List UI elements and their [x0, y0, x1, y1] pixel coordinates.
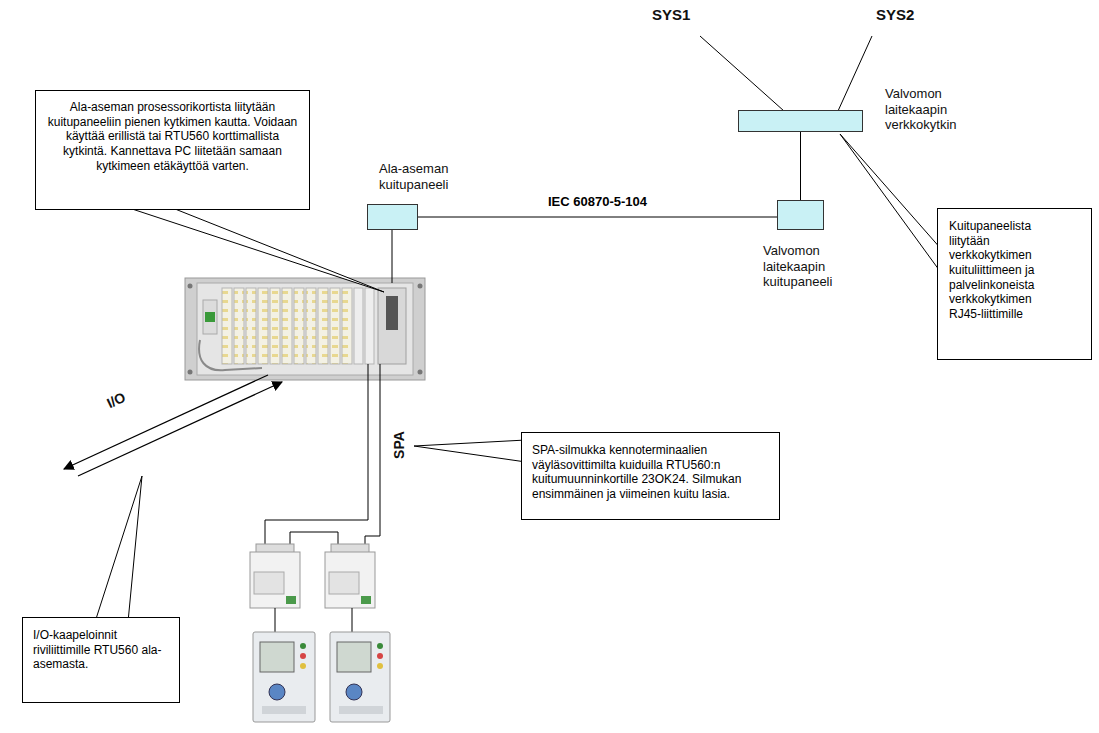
callout-box: Ala-aseman prosessorikortista liitytään …	[35, 90, 310, 210]
io-arrow	[78, 382, 282, 476]
io-arrow	[64, 375, 268, 469]
sys-line	[838, 36, 872, 111]
io-card	[258, 288, 268, 364]
bus-adapter	[250, 552, 300, 608]
relay-keys	[262, 706, 306, 714]
rack-hole	[188, 284, 193, 289]
processor-card	[378, 288, 406, 364]
rack-frame	[185, 278, 425, 380]
fiber-panel: Ala-aseman kuitupaneeli	[367, 204, 418, 230]
processor-display	[386, 296, 398, 330]
relay-terminal	[330, 632, 390, 722]
io-card	[246, 288, 256, 364]
callout-box: SPA-silmukka kennoterminaalien väyläsovi…	[521, 432, 780, 520]
relay-keypad	[346, 684, 362, 700]
protocol-label: IEC 60870-5-104	[546, 194, 649, 209]
system-name: SYS2	[876, 6, 914, 23]
callout-text: Kuitupaneelista liitytään verkkokytkimen…	[949, 219, 1053, 321]
fiber-card	[365, 288, 374, 364]
network-switch: Valvomon laitekaapin verkkokytkin	[738, 110, 863, 132]
relay-button	[300, 653, 306, 659]
callout-text: I/O-kaapeloinnit riviliittimille RTU560 …	[33, 628, 169, 672]
adapter-body	[329, 572, 359, 594]
connector	[800, 132, 801, 200]
power-card	[203, 300, 217, 334]
io-card	[234, 288, 244, 364]
io-card	[270, 288, 280, 364]
io-card	[306, 288, 316, 364]
adapter-terminal	[361, 596, 371, 604]
io-card	[294, 288, 304, 364]
relay-button	[300, 643, 306, 649]
relay-button	[300, 663, 306, 669]
node-label: Valvomon laitekaapin verkkokytkin	[885, 86, 985, 133]
bus-adapter	[325, 552, 375, 608]
node-label: Ala-aseman kuitupaneeli	[379, 161, 469, 192]
relay-cable	[275, 608, 276, 632]
callout-pointer	[840, 134, 942, 274]
io-card	[330, 288, 340, 364]
adapter-terminal	[286, 596, 296, 604]
relay-display	[260, 642, 294, 672]
relay-terminal	[253, 632, 315, 722]
rack-hole	[418, 370, 423, 375]
relay-button	[377, 663, 383, 669]
sys-line	[700, 36, 784, 111]
callout-text: Ala-aseman prosessorikortista liitytään …	[46, 100, 299, 173]
link-label: I/O	[104, 389, 128, 411]
callout-box: Kuitupaneelista liitytään verkkokytkimen…	[937, 208, 1092, 360]
relay-keypad	[269, 684, 285, 700]
spa-fiber	[265, 364, 368, 550]
callout-box: I/O-kaapeloinnit riviliittimille RTU560 …	[22, 617, 180, 703]
callout-pointer	[120, 205, 384, 292]
link-label: SPA	[391, 431, 407, 459]
callout-text: SPA-silmukka kennoterminaalien väyläsovi…	[532, 443, 771, 502]
connector	[418, 217, 777, 218]
io-card	[222, 288, 232, 364]
rack-hole	[188, 370, 193, 375]
relay-button	[377, 643, 383, 649]
relay-cable	[352, 608, 353, 632]
relay-display	[337, 642, 371, 672]
adapter-body	[254, 572, 284, 594]
callout-pointer	[95, 476, 142, 622]
fiber-line	[392, 230, 393, 283]
spa-fiber	[365, 364, 380, 550]
callout-pointer	[414, 440, 526, 462]
relay-keys	[339, 706, 383, 714]
fiber-card	[354, 288, 363, 364]
io-card	[318, 288, 328, 364]
rack-hole	[418, 284, 423, 289]
rack-panel	[197, 283, 413, 375]
system-name: SYS1	[652, 6, 690, 23]
green-connector	[205, 312, 215, 322]
fiber-panel: Valvomon laitekaapin kuitupaneeli	[777, 200, 824, 230]
io-card	[342, 288, 352, 364]
io-card	[282, 288, 292, 364]
node-label: Valvomon laitekaapin kuitupaneeli	[763, 243, 859, 290]
relay-button	[377, 653, 383, 659]
